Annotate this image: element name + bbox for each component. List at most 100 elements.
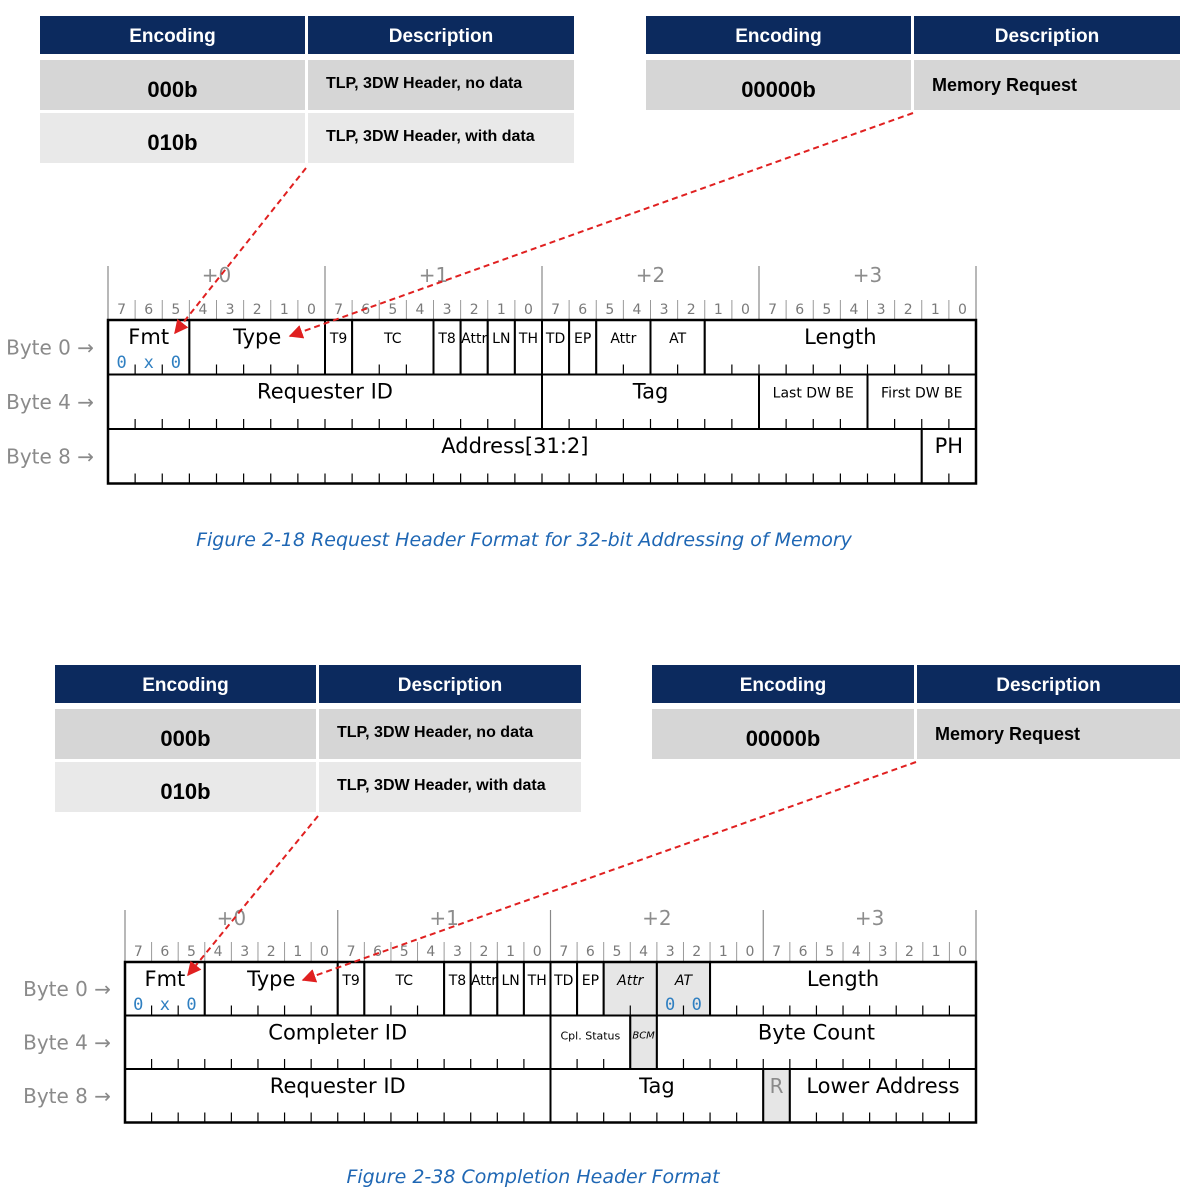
bit-number: 6 (799, 944, 808, 960)
field-t9-cell (336, 961, 366, 1017)
fmt-encoding-table-header-description: Description (389, 26, 494, 47)
figure-caption: Figure 2-38 Completion Header Format (346, 1166, 721, 1188)
field-lower-address-label: Lower Address (806, 1074, 959, 1098)
field-attr-label: Attr (461, 331, 487, 347)
field-length-label: Length (804, 325, 876, 349)
bit-number: 5 (825, 944, 834, 960)
type-encoding-table-row-description: Memory Request (932, 75, 1077, 95)
bit-number: 4 (426, 944, 435, 960)
bit-number: 5 (187, 944, 196, 960)
byte-offset-label: +2 (636, 263, 665, 287)
bit-number: 1 (506, 944, 515, 960)
type-encoding-table-row-description-bg (917, 709, 1180, 759)
fmt-pointer-arrow (187, 815, 319, 977)
field-r-label: R (770, 1074, 784, 1098)
bit-number: 6 (795, 302, 804, 318)
fmt-encoding-table-row-description-bg (308, 113, 574, 163)
field-t8-label: T8 (448, 973, 466, 989)
figure-caption: Figure 2-18 Request Header Format for 32… (196, 529, 853, 551)
field-t9-label: T9 (341, 973, 359, 989)
bit-number: 3 (660, 302, 669, 318)
figure-2-38: Encoding Description 000b TLP, 3DW Header, … (23, 665, 1180, 1188)
bit-number: 1 (293, 944, 302, 960)
bit-number: 2 (905, 944, 914, 960)
fmt-encoding-table-row-encoding-bg (55, 709, 316, 759)
fmt-encoding-table-row-description: TLP, 3DW Header, no data (337, 724, 533, 741)
field-td-label: TD (553, 973, 573, 989)
type-encoding-table-header-description-bg (914, 16, 1180, 54)
field-tag-label: Tag (638, 1074, 675, 1098)
bit-number: 7 (551, 302, 560, 318)
bit-number: 5 (605, 302, 614, 318)
field-ln-label: LN (492, 331, 510, 347)
bit-number: 6 (144, 302, 153, 318)
bit-number: 2 (692, 944, 701, 960)
field-td-label: TD (545, 331, 565, 347)
bit-number: 1 (932, 944, 941, 960)
bit-number: 3 (877, 302, 886, 318)
field-ln-cell (496, 961, 525, 1017)
bit-number: 4 (632, 302, 641, 318)
bit-number: 4 (849, 302, 858, 318)
header-outline (123, 960, 978, 1124)
field-t8-cell (443, 961, 472, 1017)
byte-row-label: Byte 0 → (6, 335, 94, 359)
fmt-encoding-table-row-encoding-bg (55, 762, 316, 812)
type-encoding-table-row-encoding: 00000b (741, 77, 816, 102)
fmt-encoding-table-header-encoding-bg (55, 665, 316, 703)
bit-number: 2 (470, 302, 479, 318)
bit-number: 0 (307, 302, 316, 318)
bit-number: 0 (741, 302, 750, 318)
field-bcm-label: BCM (632, 1031, 655, 1042)
byte-row-label: Byte 8 → (23, 1084, 111, 1108)
bit-number: 0 (958, 944, 967, 960)
bit-number: 7 (134, 944, 143, 960)
bit-number: 0 (320, 944, 329, 960)
type-encoding-table-header-encoding-bg (652, 665, 914, 703)
type-encoding-table-header-description: Description (996, 675, 1101, 696)
field-completer-id-label: Completer ID (268, 1021, 407, 1045)
bit-number: 3 (240, 944, 249, 960)
byte-row-label: Byte 4 → (6, 390, 94, 414)
fmt-encoding-table-row-description-bg (319, 709, 581, 759)
field-ln-label: LN (501, 973, 519, 989)
field-fmt-value-char: 0 (116, 353, 126, 373)
bit-number: 0 (524, 302, 533, 318)
field-ep-cell (568, 319, 598, 376)
fmt-encoding-table-header-description-bg (308, 16, 574, 54)
field-bcm-cell (629, 1014, 658, 1070)
bit-number: 4 (852, 944, 861, 960)
bit-number: 2 (253, 302, 262, 318)
fmt-pointer-arrow (174, 167, 307, 335)
byte-offset-label: +1 (429, 906, 458, 930)
type-encoding-table-header-encoding: Encoding (740, 675, 827, 696)
bit-number: 1 (719, 944, 728, 960)
bit-number: 6 (373, 944, 382, 960)
fmt-encoding-table-row-encoding: 000b (160, 726, 210, 751)
fmt-encoding-table-row-encoding: 010b (160, 779, 210, 804)
type-pointer-arrow (301, 761, 917, 983)
bit-number: 4 (214, 944, 223, 960)
field-tag-label: Tag (632, 380, 669, 404)
byte-row-label: Byte 8 → (6, 444, 94, 468)
fmt-encoding-table-row-encoding: 000b (147, 77, 197, 102)
bit-number: 7 (768, 302, 777, 318)
bit-number: 5 (822, 302, 831, 318)
bit-number: 2 (687, 302, 696, 318)
byte-offset-label: +0 (202, 263, 231, 287)
bit-number: 3 (443, 302, 452, 318)
field-address-31-2-label: Address[31:2] (441, 434, 588, 458)
fmt-encoding-table-header-encoding: Encoding (142, 675, 229, 696)
fmt-encoding-table-header-description-bg (319, 665, 581, 703)
fmt-encoding-table-row-encoding-bg (40, 60, 305, 110)
bit-number: 3 (453, 944, 462, 960)
bit-number: 7 (559, 944, 568, 960)
bit-number: 6 (586, 944, 595, 960)
field-at-label: AT (674, 973, 694, 989)
bit-number: 0 (533, 944, 542, 960)
fmt-encoding-table-header-encoding-bg (40, 16, 305, 54)
bit-number: 2 (904, 302, 913, 318)
field-cpl-status-label: Cpl. Status (561, 1030, 621, 1043)
field-fmt-label: Fmt (145, 967, 186, 991)
